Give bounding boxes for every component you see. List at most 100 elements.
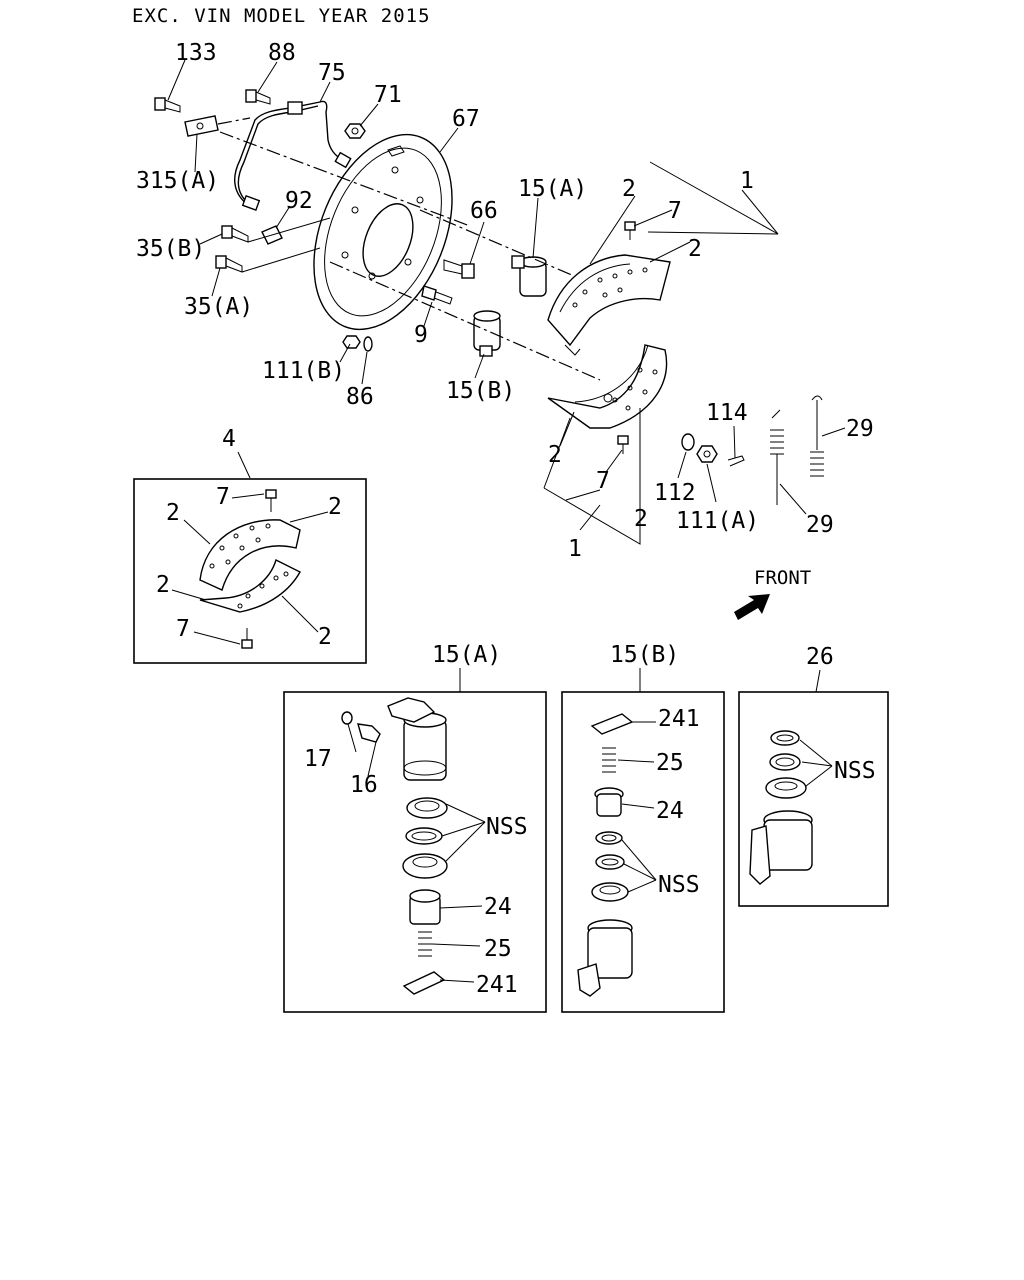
box15a-label-241: 241 [476,972,518,998]
label-shoe-2d: 2 [634,506,648,532]
label-133: 133 [175,40,217,66]
cotter-pin-icon [727,455,745,467]
label-315a: 315(A) [136,168,219,194]
kit-brake-shoe-icon [199,559,301,613]
brake-pipe-icon [234,100,352,211]
box15b-label-24: 24 [656,798,684,824]
label-29b: 29 [806,512,834,538]
label-15a-main: 15(A) [518,176,587,202]
washer-icon [681,433,695,451]
rivet-icon [265,489,277,512]
label-35b: 35(B) [136,236,205,262]
label-9: 9 [414,322,428,348]
nut-icon [344,123,366,139]
box26 [738,691,889,907]
seal-icon [405,827,443,845]
box15a-label-25: 25 [484,936,512,962]
wheel-cylinder-body-icon [577,919,633,997]
piston-cup-icon [591,882,629,902]
wheel-cylinder-body-icon [749,810,813,885]
kit4-title: 4 [222,426,236,452]
bleeder-cap-icon [341,711,353,725]
front-arrow-icon [734,594,770,620]
spring-icon [418,931,432,957]
brake-shoe-icon [547,254,671,356]
piston-cup-icon [765,777,807,799]
label-86: 86 [346,384,374,410]
bolt-icon [154,97,181,113]
front-label: FRONT [754,567,811,589]
label-shoe-2b: 2 [688,236,702,262]
kit4-label-7b: 7 [176,616,190,642]
boot-clip-icon [590,713,634,735]
label-71: 71 [374,82,402,108]
label-15b-main: 15(B) [446,378,515,404]
box15a-label-17: 17 [304,746,332,772]
label-shoe-7a: 7 [668,198,682,224]
label-92: 92 [285,188,313,214]
box15a-label-16: 16 [350,772,378,798]
label-shoe-2c: 2 [548,442,562,468]
label-shoe-7b: 7 [596,468,610,494]
box15b-label-nss: NSS [658,872,700,898]
label-111a: 111(A) [676,508,759,534]
wheel-cylinder-icon [473,310,501,357]
label-66: 66 [470,198,498,224]
wheel-cylinder-icon [511,255,547,297]
spring-icon [810,395,824,477]
box15b-label-25: 25 [656,750,684,776]
kit-brake-shoe-icon [199,519,301,591]
label-shoe-1b: 1 [568,536,582,562]
seal-icon [770,730,800,746]
bolt-icon [245,89,271,105]
label-29a: 29 [846,416,874,442]
spring-icon [770,409,784,505]
label-114: 114 [706,400,748,426]
seal-icon [406,797,448,819]
box26-label-nss: NSS [834,758,876,784]
rivet-icon [624,221,636,240]
label-67: 67 [452,106,480,132]
label-35a: 35(A) [184,294,253,320]
kit4-label-2d: 2 [318,624,332,650]
bracket-icon [184,115,251,137]
rivet-icon [617,435,629,454]
seal-icon [595,854,625,870]
bleeder-screw-icon [421,285,453,305]
box15b-label-241: 241 [658,706,700,732]
box15a-label-nss: NSS [486,814,528,840]
bleeder-screw-icon [357,723,381,743]
bolt-icon [443,259,475,279]
piston-icon [409,889,441,925]
piston-icon [594,787,624,817]
boot-clip-icon [402,971,446,995]
box15a-title: 15(A) [432,642,501,668]
label-88: 88 [268,40,296,66]
kit4-label-2a: 2 [166,500,180,526]
nut-icon [342,335,361,349]
label-shoe-1a: 1 [740,168,754,194]
label-shoe-2a: 2 [622,176,636,202]
piston-cup-icon [402,853,448,879]
label-112: 112 [654,480,696,506]
kit4-label-2c: 2 [156,572,170,598]
box15a [283,691,547,1013]
label-75: 75 [318,60,346,86]
kit4-label-7a: 7 [216,484,230,510]
box15b [561,691,725,1013]
backing-plate-icon [313,133,453,331]
box26-title: 26 [806,644,834,670]
bolt-icon [221,225,249,243]
box15a-label-24: 24 [484,894,512,920]
washer-icon [363,336,373,352]
kit4-label-2b: 2 [328,494,342,520]
diagram-header: EXC. VIN MODEL YEAR 2015 [132,5,431,27]
bolt-icon [215,255,243,273]
nut-icon [696,445,718,463]
brake-shoe-icon [547,344,668,429]
spring-icon [602,747,616,773]
wheel-cylinder-body-icon [387,697,447,781]
rivet-icon [241,628,253,649]
seal-icon [769,753,801,771]
